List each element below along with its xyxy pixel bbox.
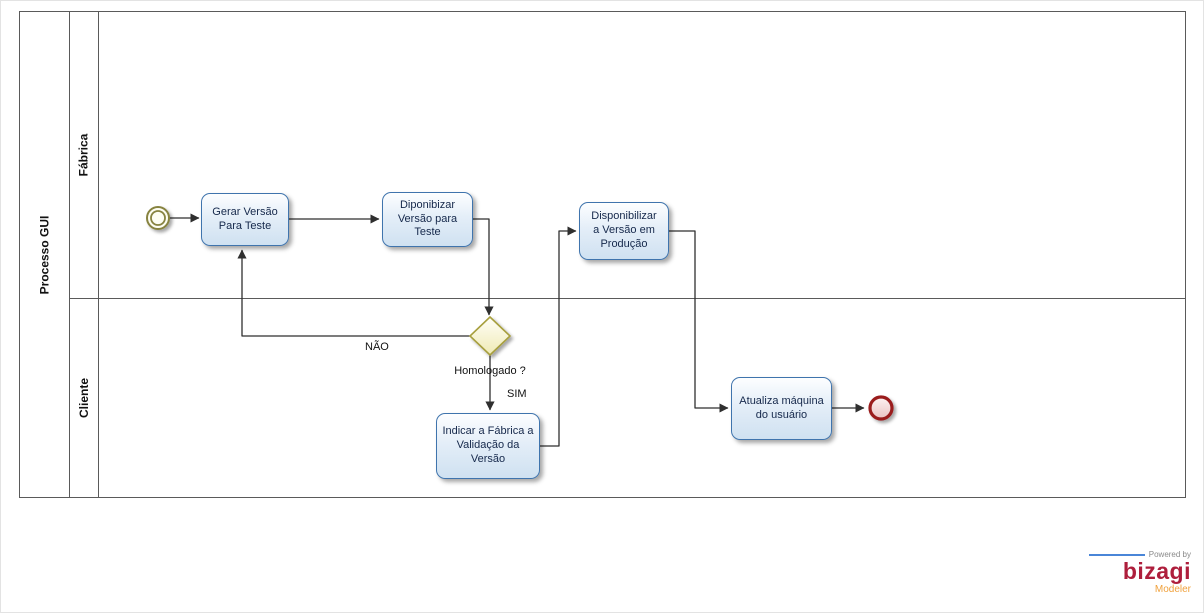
task-atualiza-maquina-usuario: Atualiza máquina do usuário — [731, 377, 832, 440]
task-diponibizar-versao-para-teste: Diponibizar Versão para Teste — [382, 192, 473, 247]
edge-label-nao: NÃO — [365, 341, 389, 353]
task-label: Gerar Versão Para Teste — [212, 205, 278, 232]
gateway-homologado — [468, 315, 512, 357]
task-disponibilizar-versao-em-producao: Disponibilizar a Versão em Produção — [579, 202, 669, 260]
flow-diponibizar-to-gateway — [473, 218, 494, 316]
flow-gateway-nao-to-gerar — [237, 249, 470, 337]
task-gerar-versao-para-teste: Gerar Versão Para Teste — [201, 193, 289, 246]
powered-by-text: Powered by — [1148, 550, 1191, 559]
task-label: Indicar a Fábrica a Validação da Versão — [442, 425, 534, 465]
task-indicar-fabrica-validacao: Indicar a Fábrica a Validação da Versão — [436, 413, 540, 479]
bizagi-logo: Powered by bizagi Modeler — [1089, 550, 1191, 595]
task-label: Disponibilizar a Versão em Produção — [591, 210, 657, 250]
logo-blue-line — [1089, 553, 1145, 556]
lane-divider — [69, 298, 1186, 299]
task-label: Atualiza máquina do usuário — [739, 394, 824, 421]
task-label: Diponibizar Versão para Teste — [397, 198, 458, 239]
lane-label-separator — [98, 11, 99, 498]
start-event-inner-ring — [150, 210, 166, 226]
bizagi-wordmark: bizagi — [1122, 558, 1191, 584]
edge-label-sim: SIM — [507, 388, 527, 400]
pool-title-separator — [69, 11, 70, 498]
pool-border — [19, 11, 1186, 498]
modeler-text: Modeler — [1154, 584, 1191, 596]
gateway-label: Homologado ? — [454, 365, 526, 377]
flow-disponibilizar-to-atualiza — [669, 230, 729, 413]
flow-indicar-to-disponibilizar — [540, 226, 577, 447]
end-event — [868, 395, 894, 421]
